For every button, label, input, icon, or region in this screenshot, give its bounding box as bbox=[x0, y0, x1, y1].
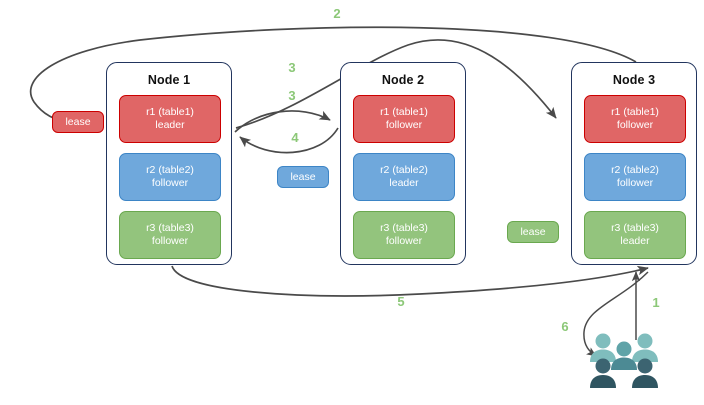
replica-n3r2[interactable]: r2 (table2) follower bbox=[584, 153, 686, 201]
replica-line2: follower bbox=[385, 119, 423, 131]
replica-n3r3[interactable]: r3 (table3) leader bbox=[584, 211, 686, 259]
replica-line2: follower bbox=[151, 235, 189, 247]
replica-line1: r3 (table3) bbox=[146, 222, 194, 234]
replica-line2: follower bbox=[616, 177, 654, 189]
node-title: Node 1 bbox=[147, 73, 191, 87]
replica-line1: r3 (table3) bbox=[611, 222, 659, 234]
replica-line2: leader bbox=[389, 177, 419, 189]
replica-line2: follower bbox=[616, 119, 654, 131]
lease-box-table2[interactable]: lease bbox=[277, 166, 329, 188]
replica-line1: r1 (table1) bbox=[380, 106, 428, 118]
edge-6-path bbox=[583, 271, 649, 357]
replica-line1: r2 (table2) bbox=[146, 164, 194, 176]
replica-line2: leader bbox=[620, 235, 650, 247]
edge-label-3a: 3 bbox=[288, 60, 296, 75]
edge-5-path bbox=[171, 265, 649, 297]
replica-n1r3[interactable]: r3 (table3) follower bbox=[119, 211, 221, 259]
replica-line2: follower bbox=[151, 177, 189, 189]
edge-4-path bbox=[239, 127, 339, 154]
node-box-node1[interactable]: Node 1 r1 (table1) leader r2 (table2) fo… bbox=[106, 62, 232, 265]
replica-line2: leader bbox=[155, 119, 185, 131]
replica-n2r2[interactable]: r2 (table2) leader bbox=[353, 153, 455, 201]
lease-label: lease bbox=[520, 226, 546, 238]
edge-label-3b: 3 bbox=[288, 88, 296, 103]
node-title: Node 3 bbox=[612, 73, 656, 87]
replica-n2r3[interactable]: r3 (table3) follower bbox=[353, 211, 455, 259]
node-box-node3[interactable]: Node 3 r1 (table1) follower r2 (table2) … bbox=[571, 62, 697, 265]
replica-n1r2[interactable]: r2 (table2) follower bbox=[119, 153, 221, 201]
edge-3-long-path bbox=[235, 39, 557, 129]
edge-label-2: 2 bbox=[333, 6, 341, 21]
node-title: Node 2 bbox=[381, 73, 425, 87]
edge-label-6: 6 bbox=[561, 319, 569, 334]
lease-label: lease bbox=[290, 171, 316, 183]
edge-label-5: 5 bbox=[397, 294, 405, 309]
lease-box-table1[interactable]: lease bbox=[52, 111, 104, 133]
replica-line1: r3 (table3) bbox=[380, 222, 428, 234]
replica-n2r1[interactable]: r1 (table1) follower bbox=[353, 95, 455, 143]
edge-2-path bbox=[29, 26, 637, 126]
replica-n1r1[interactable]: r1 (table1) leader bbox=[119, 95, 221, 143]
users-icon bbox=[590, 333, 658, 388]
replica-line1: r2 (table2) bbox=[611, 164, 659, 176]
replica-n3r1[interactable]: r1 (table1) follower bbox=[584, 95, 686, 143]
edge-3-short-path bbox=[234, 110, 331, 133]
edge-label-4: 4 bbox=[291, 130, 299, 145]
replica-line1: r2 (table2) bbox=[380, 164, 428, 176]
edge-label-1: 1 bbox=[652, 295, 660, 310]
replica-line1: r1 (table1) bbox=[611, 106, 659, 118]
replica-line2: follower bbox=[385, 235, 423, 247]
lease-label: lease bbox=[65, 116, 91, 128]
replica-line1: r1 (table1) bbox=[146, 106, 194, 118]
node-box-node2[interactable]: Node 2 r1 (table1) follower r2 (table2) … bbox=[340, 62, 466, 265]
lease-box-table3[interactable]: lease bbox=[507, 221, 559, 243]
